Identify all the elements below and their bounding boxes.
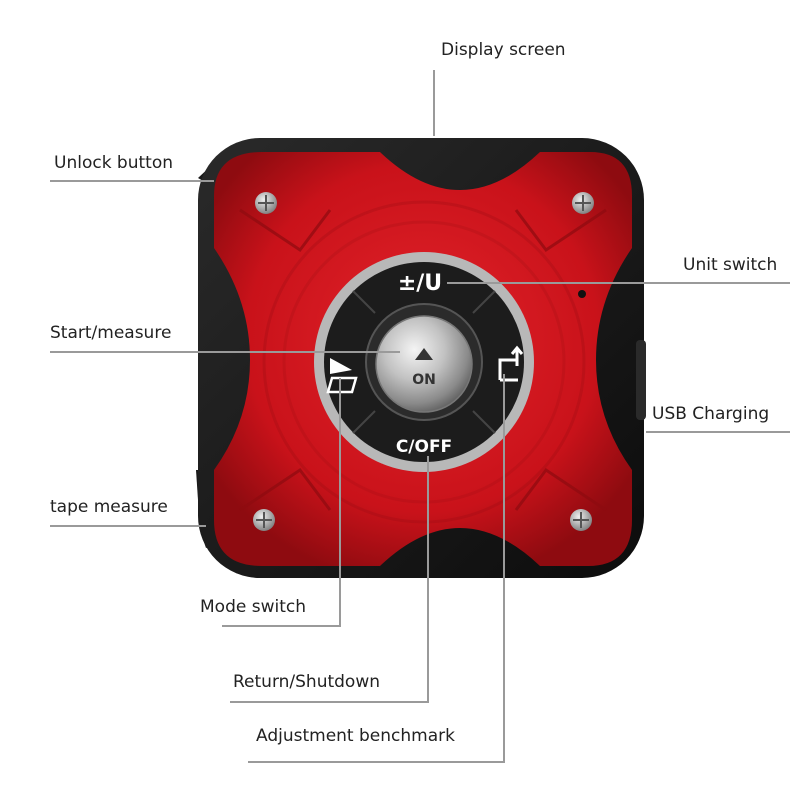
unit-button-label[interactable]: ±/U xyxy=(398,271,442,296)
screw-top-left xyxy=(255,192,277,214)
screw-top-right xyxy=(572,192,594,214)
label-start-measure: Start/measure xyxy=(50,323,172,343)
pad-separators xyxy=(352,290,496,434)
label-usb-charging: USB Charging xyxy=(652,404,770,424)
on-button[interactable] xyxy=(375,315,473,413)
label-return-shutdown: Return/Shutdown xyxy=(233,672,381,692)
label-display-screen: Display screen xyxy=(441,40,566,60)
usb-port-strip xyxy=(636,340,646,420)
cover-grooves xyxy=(239,200,607,524)
leader-adjustment-benchmark xyxy=(248,374,505,763)
screw-bottom-left xyxy=(253,509,275,531)
off-button-label[interactable]: C/OFF xyxy=(396,437,452,457)
screw-bottom-right xyxy=(570,509,592,531)
label-mode-switch: Mode switch xyxy=(200,597,306,617)
leader-return-shutdown xyxy=(230,456,429,703)
leader-mode-switch xyxy=(222,378,341,627)
label-adjustment-benchmark: Adjustment benchmark xyxy=(256,726,455,746)
leader-lines xyxy=(50,70,790,763)
label-unlock-button: Unlock button xyxy=(54,153,174,173)
on-arrow-icon xyxy=(415,348,433,360)
mode-triangle-icon[interactable] xyxy=(326,358,358,394)
label-tape-measure: tape measure xyxy=(50,497,168,517)
on-button-label: ON xyxy=(412,372,436,388)
label-unit-switch: Unit switch xyxy=(683,255,778,275)
indicator-dot xyxy=(578,290,586,298)
